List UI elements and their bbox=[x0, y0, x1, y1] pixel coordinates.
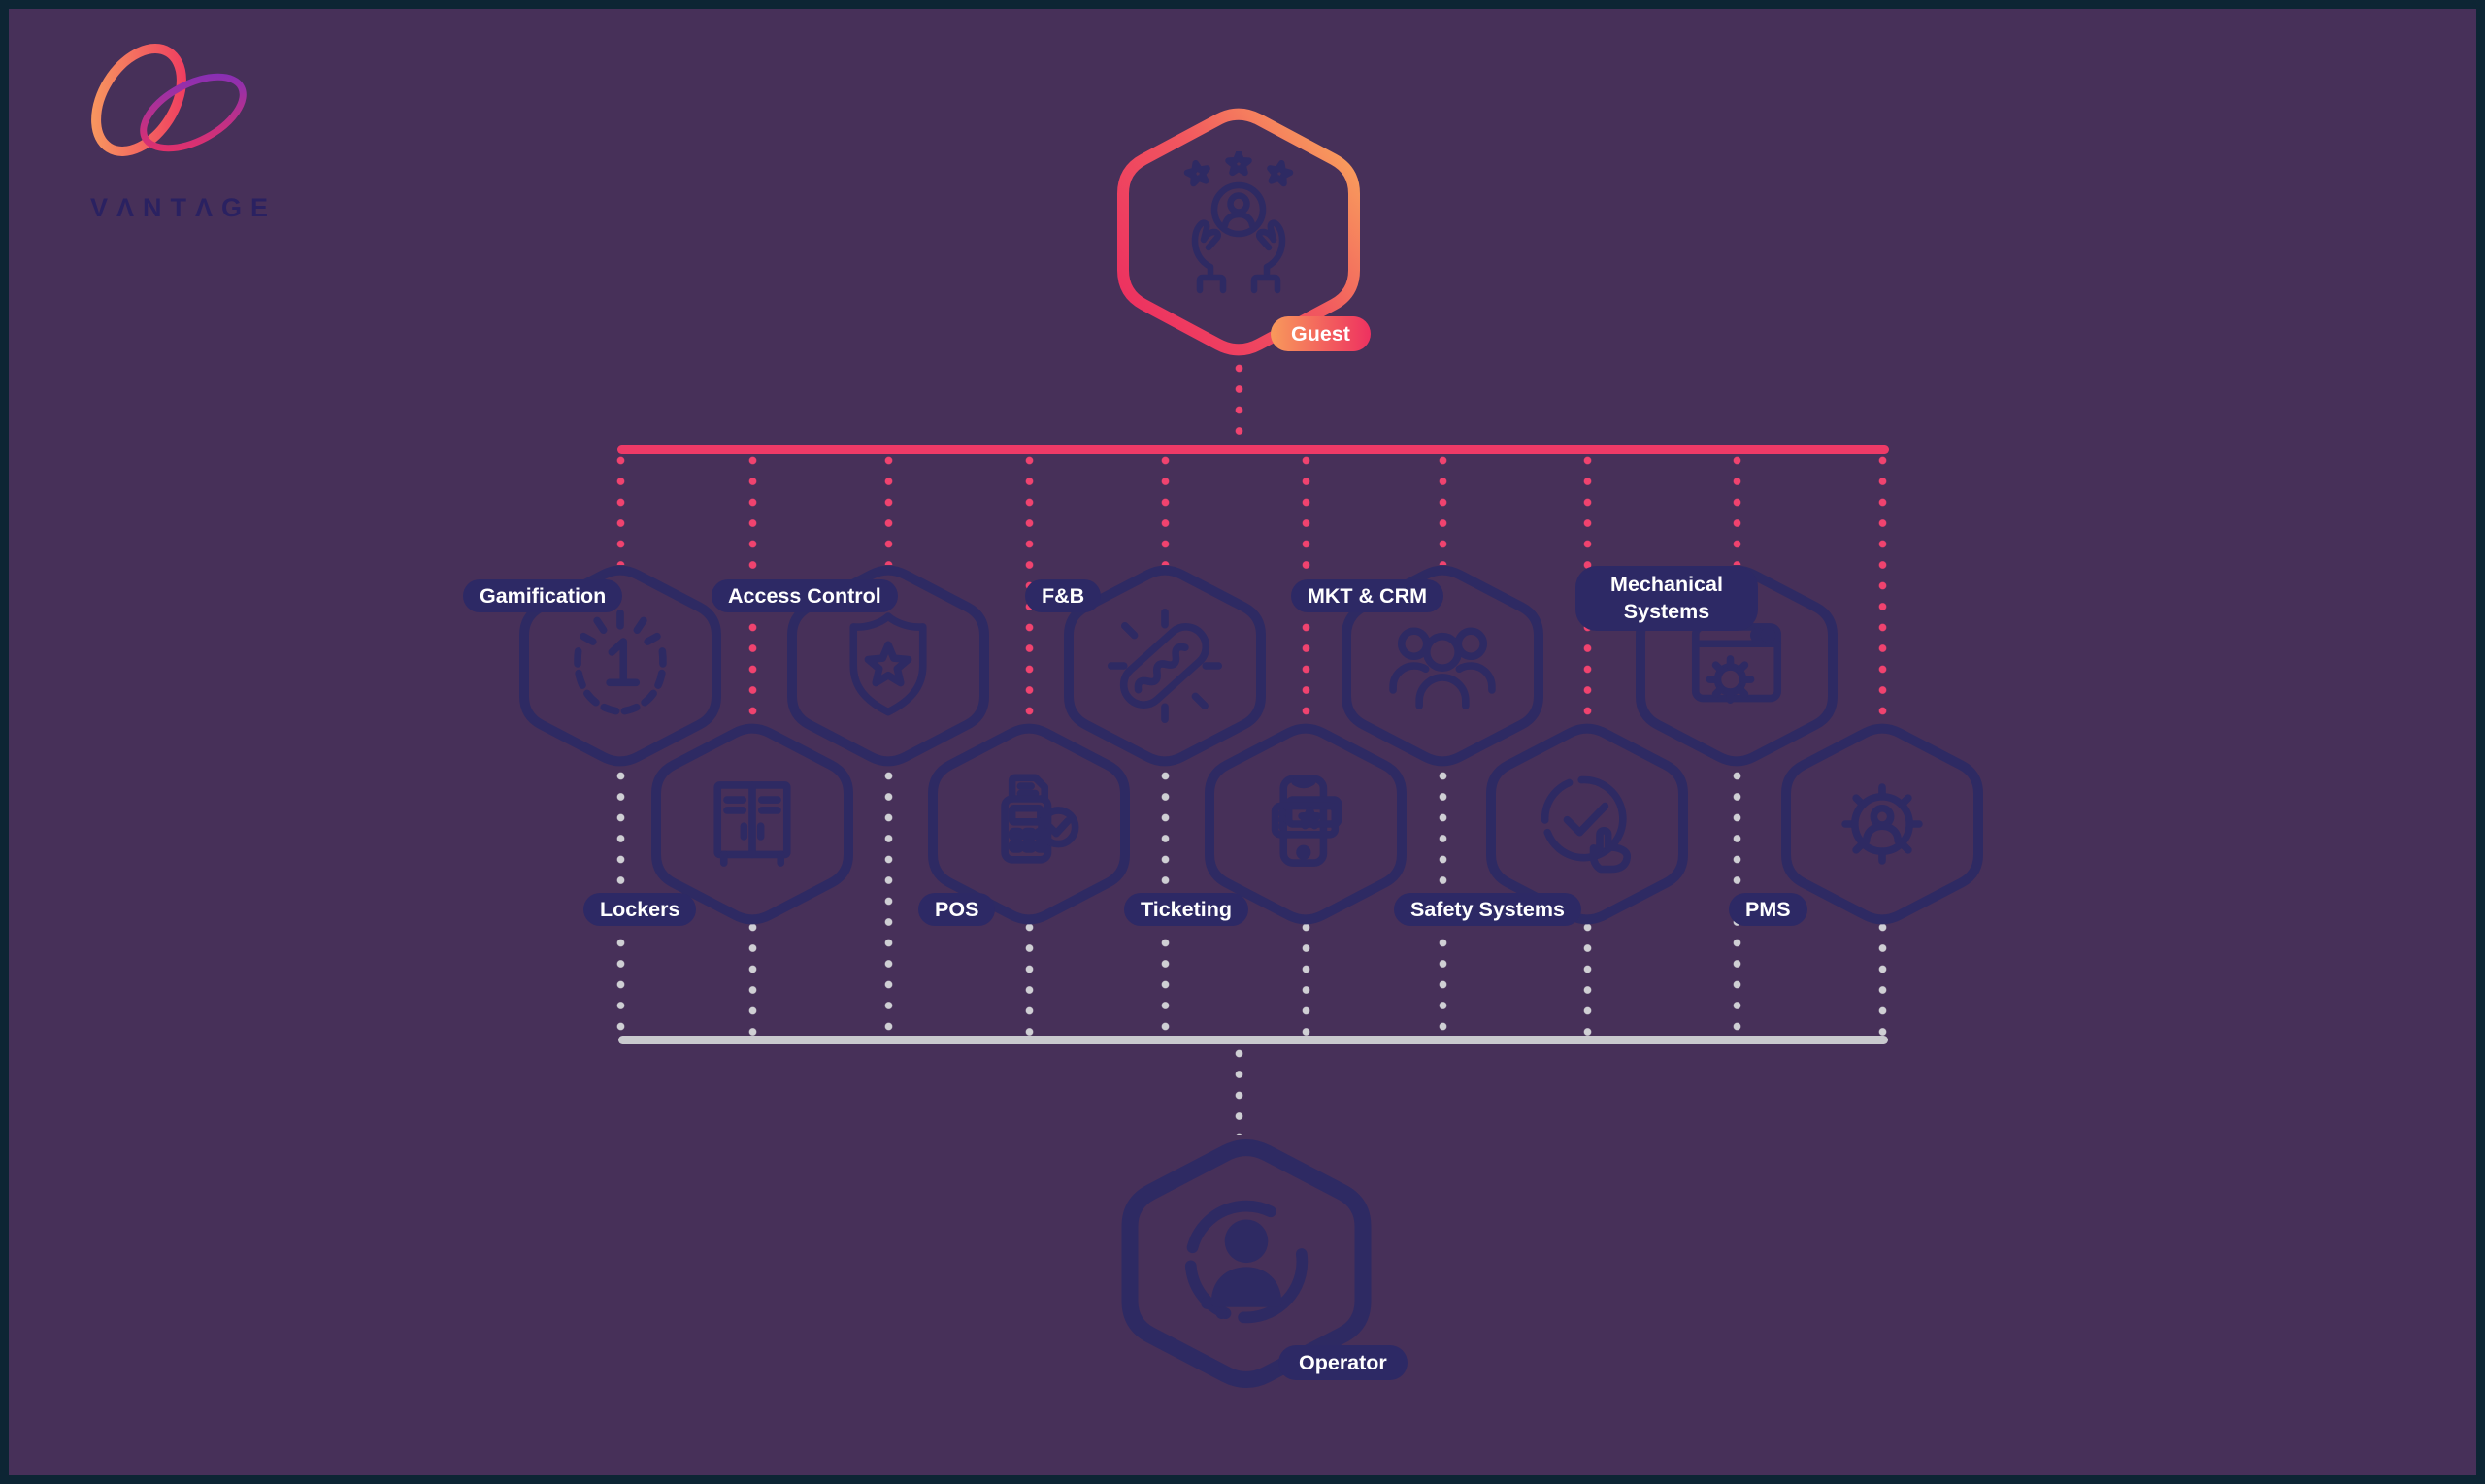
shield-star-icon bbox=[849, 612, 927, 716]
guest-stem-dotted-line bbox=[1235, 364, 1243, 445]
node-safety-systems: Safety Systems bbox=[1394, 712, 1694, 936]
mkt-crm-label: MKT & CRM bbox=[1291, 579, 1444, 612]
node-pms: PMS bbox=[1729, 712, 1989, 936]
hot-dog-icon bbox=[1107, 608, 1223, 724]
node-operator: Operator bbox=[1104, 1118, 1408, 1409]
access-control-label: Access Control bbox=[712, 579, 898, 612]
gear-person-icon bbox=[1841, 783, 1923, 865]
laurel-first-place-icon bbox=[574, 610, 667, 715]
node-pos: POS bbox=[918, 712, 1136, 936]
guest-hexagon bbox=[1117, 108, 1360, 356]
gray-drop-pms bbox=[1878, 923, 1887, 1038]
node-ticketing: Ticketing bbox=[1124, 712, 1412, 936]
pink-drop-access-control bbox=[884, 456, 893, 565]
infinity-knot-logo bbox=[91, 44, 247, 156]
mechanical-systems-label: Mechanical Systems bbox=[1575, 566, 1758, 631]
gray-drop-lockers bbox=[748, 923, 757, 1038]
operator-label: Operator bbox=[1278, 1345, 1408, 1380]
node-gamification: Gamification bbox=[463, 554, 727, 777]
node-lockers: Lockers bbox=[583, 712, 859, 936]
mobile-ticket-icon bbox=[1271, 775, 1342, 867]
guest-bus-line bbox=[617, 445, 1889, 454]
safety-check-hand-icon bbox=[1541, 775, 1631, 874]
pink-drop-pms bbox=[1878, 456, 1887, 726]
operator-person-icon bbox=[1184, 1200, 1309, 1324]
gamification-label: Gamification bbox=[463, 579, 623, 612]
pos-label: POS bbox=[918, 893, 996, 926]
gray-drop-safety bbox=[1583, 923, 1592, 1038]
guest-label: Guest bbox=[1271, 316, 1371, 351]
node-fnb: F&B bbox=[1025, 554, 1272, 777]
gray-drop-pos bbox=[1025, 923, 1034, 1038]
pink-drop-mkt-crm bbox=[1439, 456, 1447, 565]
node-access-control: Access Control bbox=[712, 554, 995, 777]
lockers-label: Lockers bbox=[583, 893, 697, 926]
gray-drop-ticketing bbox=[1302, 923, 1310, 1038]
payment-terminal-check-icon bbox=[1001, 774, 1079, 864]
pink-drop-gamification bbox=[616, 456, 625, 565]
node-mkt-crm: MKT & CRM bbox=[1291, 554, 1549, 777]
operator-stem-dotted-line bbox=[1235, 1049, 1243, 1135]
gray-drop-access-control bbox=[884, 772, 893, 1038]
node-mechanical-systems: Mechanical Systems bbox=[1575, 554, 1843, 777]
pink-drop-fnb bbox=[1161, 456, 1170, 565]
operator-hexagon bbox=[1121, 1139, 1372, 1388]
brand-name: VΛNTΛGE bbox=[90, 193, 278, 222]
hands-holding-guest-icon bbox=[1161, 151, 1316, 294]
safety-systems-label: Safety Systems bbox=[1394, 893, 1581, 926]
people-group-icon bbox=[1389, 627, 1496, 709]
fnb-label: F&B bbox=[1025, 579, 1102, 612]
node-guest: Guest bbox=[1108, 91, 1371, 373]
operator-bus-line bbox=[618, 1036, 1888, 1044]
pink-drop-mechanical bbox=[1733, 456, 1741, 565]
pms-label: PMS bbox=[1729, 893, 1807, 926]
lockers-icon bbox=[713, 781, 791, 867]
ticketing-label: Ticketing bbox=[1124, 893, 1248, 926]
